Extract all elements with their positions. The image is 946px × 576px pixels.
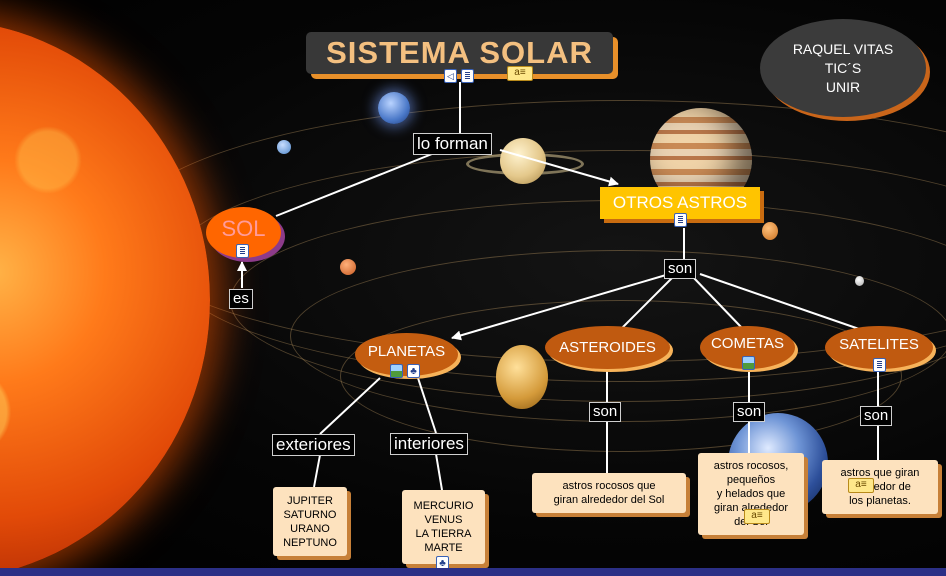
neptune-image xyxy=(378,92,410,124)
leaf-asteroides-definition[interactable]: astros rocosos que giran alrededor del S… xyxy=(532,473,686,513)
leaf-satelites-definition[interactable]: astros que giran alrededor de los planet… xyxy=(822,460,938,514)
title-node[interactable]: SISTEMA SOLAR xyxy=(306,32,613,74)
leaf-line: astros rocosos que xyxy=(562,480,656,492)
edge-int-leaf xyxy=(435,453,443,491)
leaf-line: y helados que xyxy=(716,488,786,500)
credit-line-course: TIC´S xyxy=(824,59,862,76)
author-credit-node[interactable]: RAQUEL VITAS TIC´S UNIR xyxy=(760,19,926,117)
image-resource-icon[interactable] xyxy=(390,364,403,378)
edge-son-asteroides xyxy=(621,275,675,329)
link-label-son-asteroides[interactable]: son xyxy=(589,402,622,422)
leaf-line: MARTE xyxy=(424,542,463,554)
credit-line-university: UNIR xyxy=(825,78,861,95)
concept-map-link-icon[interactable] xyxy=(407,364,420,378)
leaf-planetas-interiores[interactable]: MERCURIO VENUS LA TIERRA MARTE xyxy=(402,490,485,564)
small-orange-planet-image xyxy=(340,259,356,275)
orbit-ring xyxy=(340,300,902,452)
node-cometas-label: COMETAS xyxy=(710,335,785,352)
leaf-line: JUPITER xyxy=(287,494,333,507)
annotation-note-icon[interactable] xyxy=(744,509,770,524)
link-label-son-cometas[interactable]: son xyxy=(733,402,766,422)
venus-image xyxy=(496,345,548,409)
document-resource-icon[interactable] xyxy=(873,358,886,372)
link-label-son[interactable]: son xyxy=(664,259,697,279)
small-blue-planet-image xyxy=(277,140,291,154)
credit-line-name: RAQUEL VITAS xyxy=(792,40,894,57)
edge-planetas-ext xyxy=(319,377,381,435)
edge-loforman-otros xyxy=(499,149,619,187)
document-resource-icon[interactable] xyxy=(461,69,474,83)
leaf-line: URANO xyxy=(290,522,330,535)
leaf-cometas-definition[interactable]: astros rocosos, pequeños y helados que g… xyxy=(698,453,804,535)
bottom-status-bar xyxy=(0,568,946,576)
edge-son-cometas xyxy=(691,275,743,329)
leaf-line: giran alrededor del Sol xyxy=(553,494,665,506)
node-asteroides-label: ASTEROIDES xyxy=(559,339,656,356)
page-title: SISTEMA SOLAR xyxy=(326,35,593,70)
node-otros-astros-label: OTROS ASTROS xyxy=(612,193,748,212)
leaf-line: NEPTUNO xyxy=(283,536,337,549)
link-label-lo-forman[interactable]: lo forman xyxy=(413,133,492,155)
orange-moon-image xyxy=(762,222,778,240)
white-moon-image xyxy=(855,276,864,286)
sound-resource-icon[interactable] xyxy=(444,69,457,83)
annotation-note-icon[interactable] xyxy=(507,66,533,81)
edge-ext-leaf xyxy=(313,454,321,488)
leaf-line: SATURNO xyxy=(283,508,337,521)
leaf-line: pequeños xyxy=(726,474,776,486)
link-label-son-satelites[interactable]: son xyxy=(860,406,893,426)
node-asteroides[interactable]: ASTEROIDES xyxy=(545,326,670,369)
edge-son-satelites xyxy=(699,273,863,331)
node-sol-label: SOL xyxy=(221,215,266,241)
edge-son-planetas xyxy=(451,274,667,341)
document-resource-icon[interactable] xyxy=(674,213,687,227)
link-label-exteriores[interactable]: exteriores xyxy=(272,434,355,456)
edge-planetas-int xyxy=(417,377,437,434)
leaf-line: MERCURIO xyxy=(413,500,474,512)
leaf-line: astros que giran xyxy=(840,467,920,479)
leaf-line: los planetas. xyxy=(849,495,911,507)
annotation-note-icon[interactable] xyxy=(848,478,874,493)
image-resource-icon[interactable] xyxy=(742,356,755,370)
link-label-interiores[interactable]: interiores xyxy=(390,433,468,455)
leaf-line: astros rocosos, xyxy=(713,460,789,472)
leaf-planetas-exteriores[interactable]: JUPITER SATURNO URANO NEPTUNO xyxy=(273,487,347,556)
edge-loforman-sol xyxy=(275,153,433,217)
leaf-line: VENUS xyxy=(424,514,463,526)
link-label-es[interactable]: es xyxy=(229,289,253,309)
node-planetas-label: PLANETAS xyxy=(367,343,446,360)
document-resource-icon[interactable] xyxy=(236,244,249,258)
leaf-line: LA TIERRA xyxy=(415,528,472,540)
node-satelites-label: SATELITES xyxy=(839,336,919,353)
